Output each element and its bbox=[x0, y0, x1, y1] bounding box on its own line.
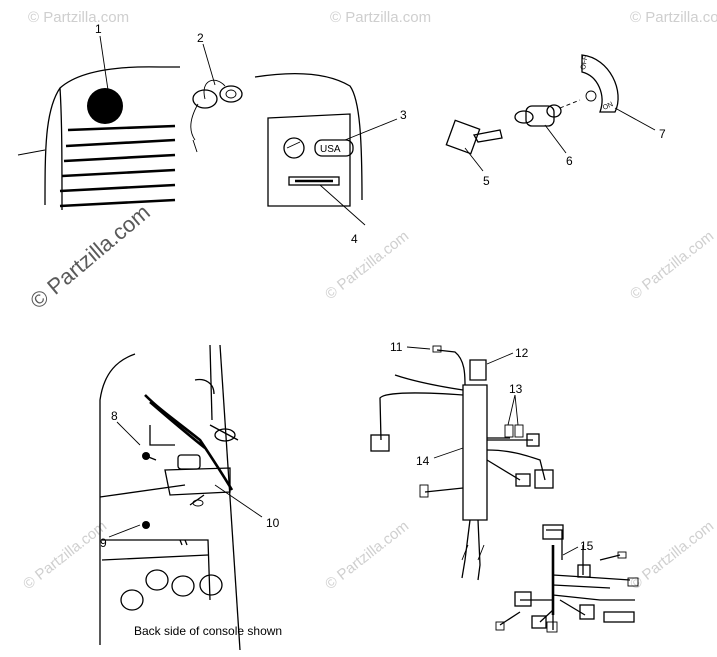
callout-10: 10 bbox=[266, 516, 280, 530]
usa-decal-text: USA bbox=[320, 144, 341, 155]
switch-plate: OFF ON bbox=[580, 54, 619, 113]
panel-slot bbox=[288, 176, 340, 186]
callout-4: 4 bbox=[351, 232, 358, 246]
watermark: © Partzilla.com bbox=[627, 228, 717, 304]
watermark: © Partzilla.com bbox=[630, 9, 717, 26]
watermark: © Partzilla.com bbox=[627, 518, 717, 594]
cap-with-tether bbox=[190, 79, 243, 153]
round-plug-1 bbox=[87, 88, 123, 124]
console-holes bbox=[120, 569, 223, 611]
plate-on-text: ON bbox=[602, 101, 614, 112]
callout-3: 3 bbox=[400, 108, 407, 122]
gauge-icon bbox=[283, 137, 305, 159]
callout-8: 8 bbox=[111, 409, 118, 423]
watermark: © Partzilla.com bbox=[20, 518, 110, 594]
callout-14: 14 bbox=[416, 454, 430, 468]
callout-15: 15 bbox=[580, 539, 594, 553]
callout-1: 1 bbox=[95, 22, 102, 36]
callout-numbers: 1 2 3 4 5 6 7 8 9 10 11 12 13 14 15 bbox=[95, 22, 666, 553]
screw-8 bbox=[142, 452, 157, 461]
watermark: © Partzilla.com bbox=[28, 9, 129, 26]
ignition-switch bbox=[514, 104, 562, 127]
leader-lines bbox=[99, 35, 656, 556]
watermark-layer: © Partzilla.com © Partzilla.com © Partzi… bbox=[20, 9, 717, 593]
callout-6: 6 bbox=[566, 154, 573, 168]
callout-2: 2 bbox=[197, 31, 204, 45]
vent-slots bbox=[59, 124, 176, 208]
watermark: © Partzilla.com bbox=[330, 9, 431, 26]
wiring-harness bbox=[370, 345, 554, 581]
grommet-9 bbox=[142, 521, 150, 529]
watermark: © Partzilla.com bbox=[322, 518, 412, 594]
connector-block bbox=[469, 359, 487, 381]
callout-9: 9 bbox=[100, 536, 107, 550]
callout-5: 5 bbox=[483, 174, 490, 188]
callout-12: 12 bbox=[515, 346, 529, 360]
callout-13: 13 bbox=[509, 382, 523, 396]
callout-7: 7 bbox=[659, 127, 666, 141]
watermark: © Partzilla.com bbox=[322, 228, 412, 304]
watermark-featured: © Partzilla.com bbox=[25, 199, 155, 313]
console-back bbox=[99, 344, 241, 651]
callout-11: 11 bbox=[390, 340, 403, 354]
usa-decal bbox=[314, 139, 354, 157]
harness-sheath bbox=[462, 384, 488, 521]
dash-panel: USA bbox=[254, 72, 363, 207]
ignition-group: OFF ON bbox=[445, 54, 619, 155]
key-head bbox=[445, 119, 481, 155]
console-hood bbox=[17, 66, 180, 211]
caption: Back side of console shown bbox=[134, 624, 282, 638]
mounting-bracket bbox=[164, 467, 231, 496]
plate-off-text: OFF bbox=[580, 55, 589, 70]
sub-harness-15 bbox=[495, 524, 639, 633]
